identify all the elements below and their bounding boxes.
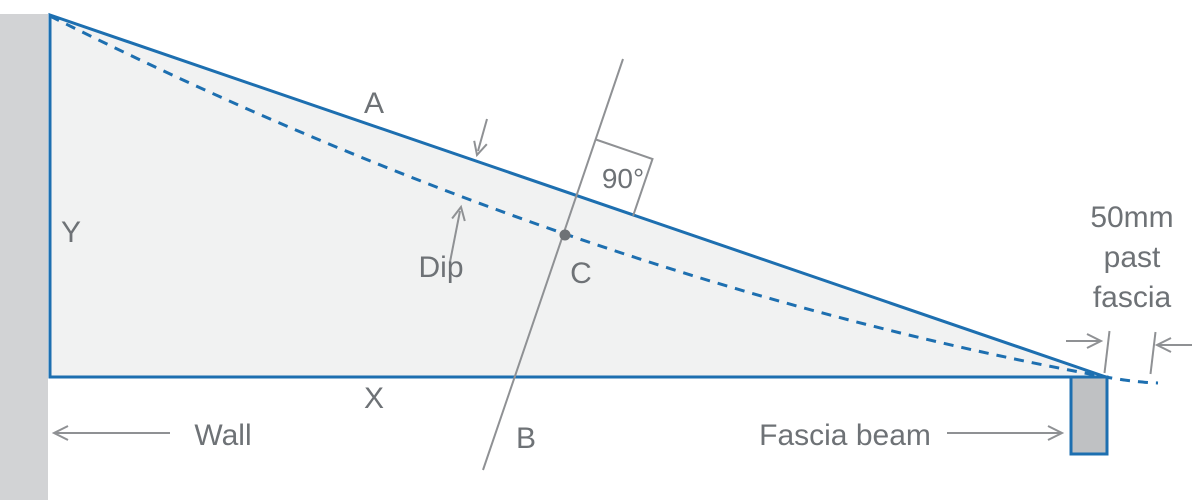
label-side-y: Y <box>61 216 81 249</box>
label-side-a: A <box>364 87 384 120</box>
overhang-dimension <box>1066 330 1192 375</box>
label-side-b: B <box>516 422 536 455</box>
label-overhang-line3: fascia <box>1093 281 1172 314</box>
arrow-shaft <box>449 210 461 263</box>
line-b <box>482 58 624 471</box>
up-arrow-icon <box>451 204 466 222</box>
fascia-beam-shape <box>1069 375 1109 456</box>
line-a-pointer-arrow <box>473 118 488 158</box>
left-arrow-icon <box>51 425 69 441</box>
right-arrow-icon <box>1086 333 1104 349</box>
down-arrow-icon <box>473 140 488 158</box>
label-overhang: 50mm past fascia <box>1090 201 1173 314</box>
label-angle-90: 90° <box>602 163 644 194</box>
dimension-tick-right <box>1149 331 1157 375</box>
left-arrow-icon <box>1154 337 1172 353</box>
label-overhang-line2: past <box>1104 241 1161 274</box>
label-wall: Wall <box>194 419 251 452</box>
label-side-x: X <box>364 382 384 415</box>
arrow-shaft <box>477 118 488 152</box>
fascia-beam-pointer-arrow <box>947 425 1065 441</box>
point-c-dot <box>559 229 571 241</box>
wall-shape <box>0 14 48 500</box>
label-dip: Dip <box>418 251 463 284</box>
label-fascia-beam: Fascia beam <box>759 419 931 452</box>
dip-pointer-arrow <box>449 204 466 263</box>
right-angle-marker <box>595 138 654 217</box>
wall-pointer-arrow <box>51 425 170 441</box>
label-point-c: C <box>570 257 592 290</box>
triangle-shape <box>48 12 1107 379</box>
label-overhang-line1: 50mm <box>1090 201 1173 234</box>
dimension-tick-left <box>1103 330 1111 374</box>
right-arrow-icon <box>1047 425 1065 441</box>
